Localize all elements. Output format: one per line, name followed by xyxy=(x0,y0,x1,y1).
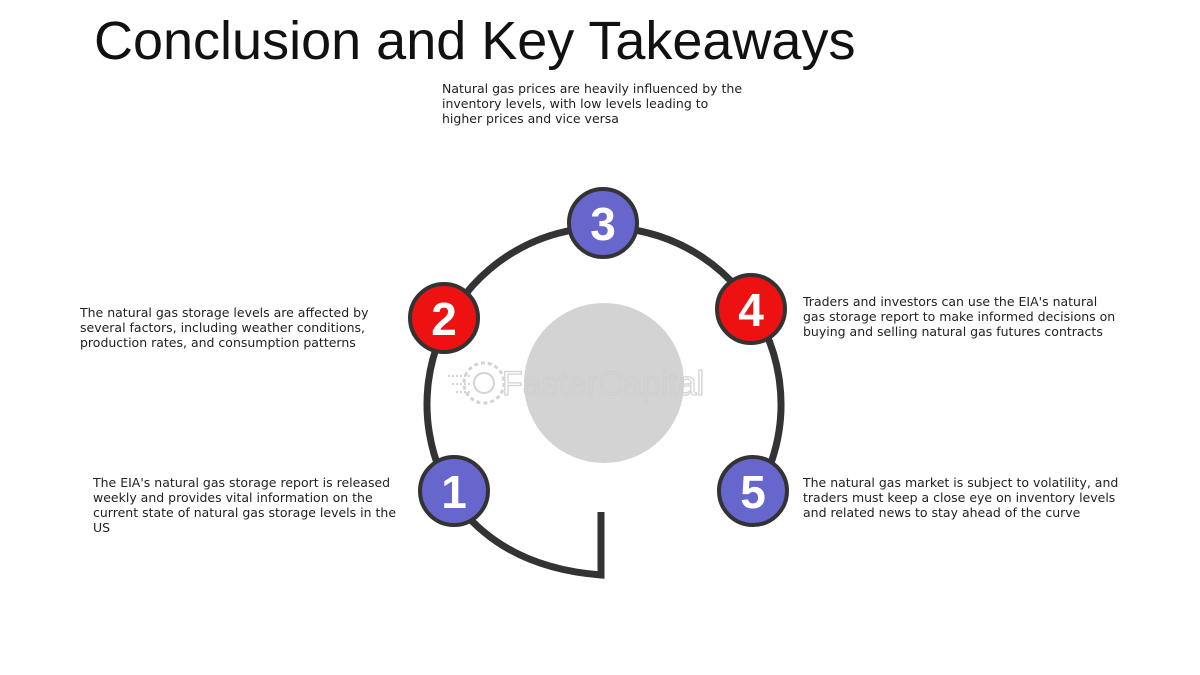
takeaway-text-2: The natural gas storage levels are affec… xyxy=(80,305,369,350)
step-number-3: 3 xyxy=(590,198,616,250)
step-number-1: 1 xyxy=(441,466,467,518)
takeaway-text-1: The EIA's natural gas storage report is … xyxy=(93,475,397,535)
takeaway-text-4: Traders and investors can use the EIA's … xyxy=(803,294,1116,339)
step-number-4: 4 xyxy=(738,284,764,336)
cycle-ring-tail xyxy=(459,507,605,579)
step-badge-2: 2 xyxy=(408,282,480,354)
takeaway-text-3: Natural gas prices are heavily influence… xyxy=(442,81,743,126)
step-badge-3: 3 xyxy=(567,187,639,259)
watermark-text: FasterCapital xyxy=(502,365,704,403)
step-number-5: 5 xyxy=(740,466,766,518)
page-title: Conclusion and Key Takeaways xyxy=(94,11,856,71)
step-badge-5: 5 xyxy=(717,455,789,527)
step-badge-4: 4 xyxy=(715,273,787,345)
watermark-logo: FasterCapital xyxy=(448,361,705,405)
center-disc xyxy=(524,303,684,463)
takeaway-text-5: The natural gas market is subject to vol… xyxy=(803,475,1119,520)
step-badge-1: 1 xyxy=(418,455,490,527)
step-number-2: 2 xyxy=(431,293,457,345)
